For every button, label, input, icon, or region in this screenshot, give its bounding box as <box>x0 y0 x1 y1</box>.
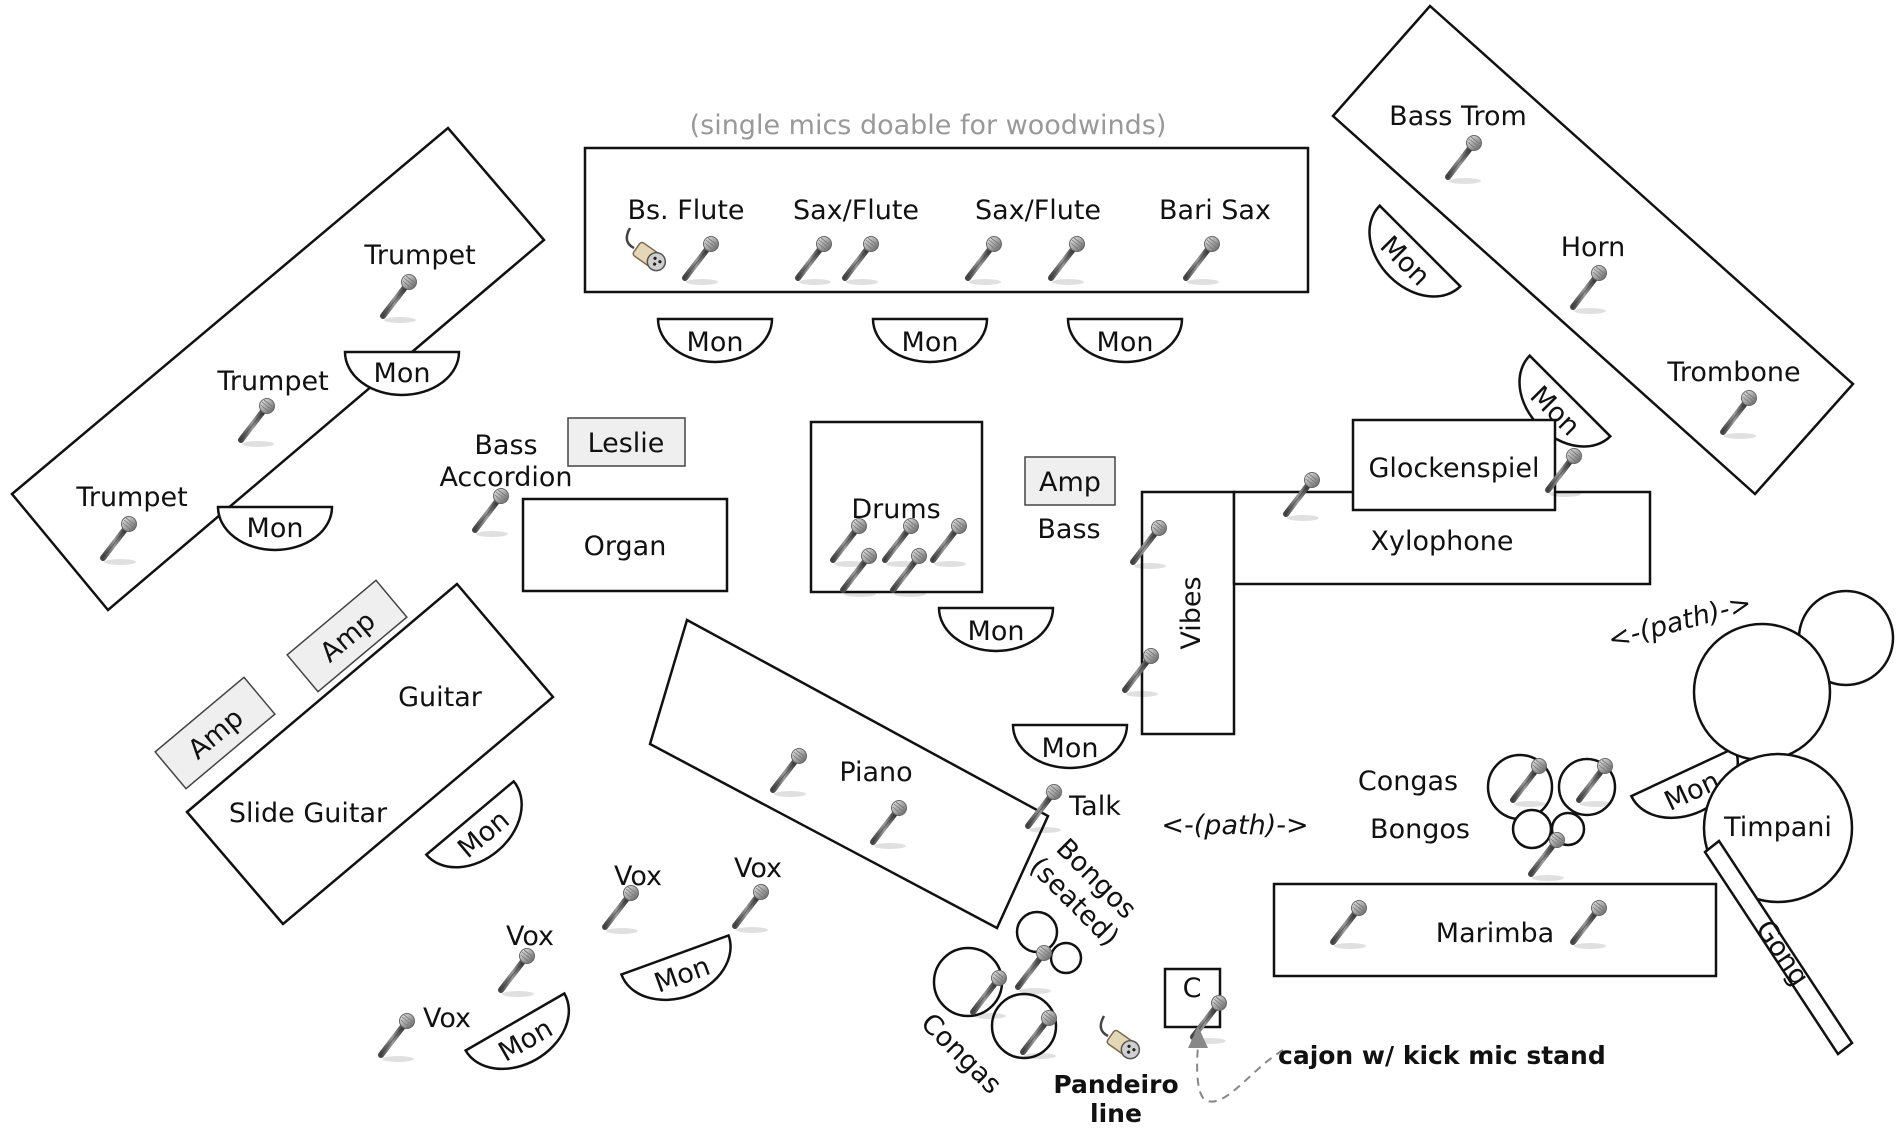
svg-text:Leslie: Leslie <box>588 428 665 459</box>
monitor-wedge: Mon <box>1011 723 1129 770</box>
trombone-label: Trombone <box>1666 357 1800 388</box>
mic-icon <box>381 1014 415 1063</box>
talk-label: Talk <box>1068 791 1121 822</box>
cajon-note: cajon w/ kick mic stand <box>1278 1041 1606 1070</box>
svg-text:Amp: Amp <box>1039 467 1101 498</box>
timpani-drums: Timpani <box>1692 589 1895 904</box>
monitor-wedge: Mon <box>343 350 461 397</box>
horn-label: Horn <box>1561 232 1626 263</box>
trumpet-riser-box <box>10 126 546 612</box>
svg-text:Mon: Mon <box>247 513 304 544</box>
seated-congas: Congas <box>915 946 1057 1100</box>
pandeiro-label-line1: Pandeiro <box>1053 1070 1178 1099</box>
bass-trom-label: Bass Trom <box>1389 101 1527 132</box>
svg-text:Mon: Mon <box>687 327 744 358</box>
seated-bongos: Bongos (seated) <box>1017 833 1142 994</box>
woodwind-label-bari-sax: Bari Sax <box>1159 195 1271 226</box>
path-label-center: <-(path)-> <box>1161 810 1308 841</box>
bongos-label: Bongos <box>1370 814 1470 845</box>
monitor-wedge: Mon <box>937 606 1055 653</box>
trumpet-label-1: Trumpet <box>363 240 475 271</box>
vox-label-2: Vox <box>734 853 782 884</box>
svg-text:Marimba: Marimba <box>1436 918 1554 949</box>
svg-text:Mon: Mon <box>1097 327 1154 358</box>
svg-text:Xylophone: Xylophone <box>1371 526 1514 557</box>
marimba: Marimba <box>1272 882 1718 978</box>
mic-icon <box>605 886 639 935</box>
brass-riser: Bass Trom Horn Trombone <box>1331 4 1855 496</box>
svg-text:Organ: Organ <box>584 531 667 562</box>
guitar-label: Guitar <box>398 682 483 713</box>
piano: Piano <box>648 618 1050 930</box>
svg-text:Mon: Mon <box>374 358 431 389</box>
woodwinds-riser: (single mics doable for woodwinds) Bs. F… <box>583 110 1310 294</box>
monitor-wedge: Mon <box>216 505 334 552</box>
woodwinds-riser-box <box>583 146 1310 294</box>
svg-text:Mon: Mon <box>1042 733 1099 764</box>
svg-text:Mon: Mon <box>968 616 1025 647</box>
vox-label-4: Vox <box>423 1003 471 1034</box>
monitor-wedge: Mon <box>656 317 774 364</box>
organ: Organ <box>521 497 729 593</box>
monitor-wedge: Mon <box>424 779 523 869</box>
woodwind-label-bs-flute: Bs. Flute <box>627 195 744 226</box>
vibes: Vibes <box>1125 490 1236 736</box>
leslie-speaker: Leslie <box>567 417 686 467</box>
svg-text:Gong: Gong <box>1749 915 1815 992</box>
mic-icon <box>501 949 535 998</box>
monitor-wedge: Mon <box>1368 203 1463 298</box>
svg-text:Piano: Piano <box>839 757 912 788</box>
xlr-connector-icon <box>1099 1014 1145 1064</box>
slide-guitar-label: Slide Guitar <box>229 798 388 829</box>
svg-text:Mon: Mon <box>902 327 959 358</box>
bass-accordion-label-line2: Accordion <box>439 462 572 493</box>
guitar-riser: Guitar Slide Guitar <box>185 582 555 926</box>
bass-amp: Amp <box>1024 456 1116 506</box>
mic-icon <box>735 885 769 934</box>
pandeiro-label-line2: line <box>1090 1099 1142 1128</box>
woodwind-label-sax-flute-2: Sax/Flute <box>975 195 1101 226</box>
vox-label-1: Vox <box>614 861 662 892</box>
congas-bongos-set <box>1486 753 1617 881</box>
svg-text:Vibes: Vibes <box>1176 576 1207 649</box>
bass-accordion-label-line1: Bass <box>474 430 537 461</box>
cajon: C <box>1163 967 1222 1029</box>
monitor-wedge: Mon <box>871 317 989 364</box>
trumpet-label-3: Trumpet <box>75 482 187 513</box>
drum-riser: Drums <box>809 420 984 597</box>
svg-text:Glockenspiel: Glockenspiel <box>1368 453 1539 484</box>
trumpet-riser: Trumpet Trumpet Trumpet <box>10 126 546 612</box>
congas-label: Congas <box>1358 766 1458 797</box>
svg-text:Drums: Drums <box>851 494 940 525</box>
trumpet-label-2: Trumpet <box>216 366 328 397</box>
svg-text:Timpani: Timpani <box>1723 812 1832 843</box>
monitor-wedge: Mon <box>619 933 732 1002</box>
monitor-wedge: Mon <box>1066 317 1184 364</box>
woodwind-label-sax-flute-1: Sax/Flute <box>793 195 919 226</box>
monitor-wedge: Mon <box>463 991 571 1071</box>
mic-icon <box>475 489 509 538</box>
vox-label-3: Vox <box>506 921 554 952</box>
glockenspiel: Glockenspiel <box>1351 418 1557 512</box>
bass-label: Bass <box>1037 514 1100 545</box>
cajon-arrow-head <box>1188 1026 1208 1048</box>
cajon-arrow <box>1196 1044 1284 1103</box>
brass-riser-box <box>1331 4 1855 496</box>
svg-text:C: C <box>1183 973 1202 1004</box>
woodwinds-note: (single mics doable for woodwinds) <box>690 110 1167 141</box>
